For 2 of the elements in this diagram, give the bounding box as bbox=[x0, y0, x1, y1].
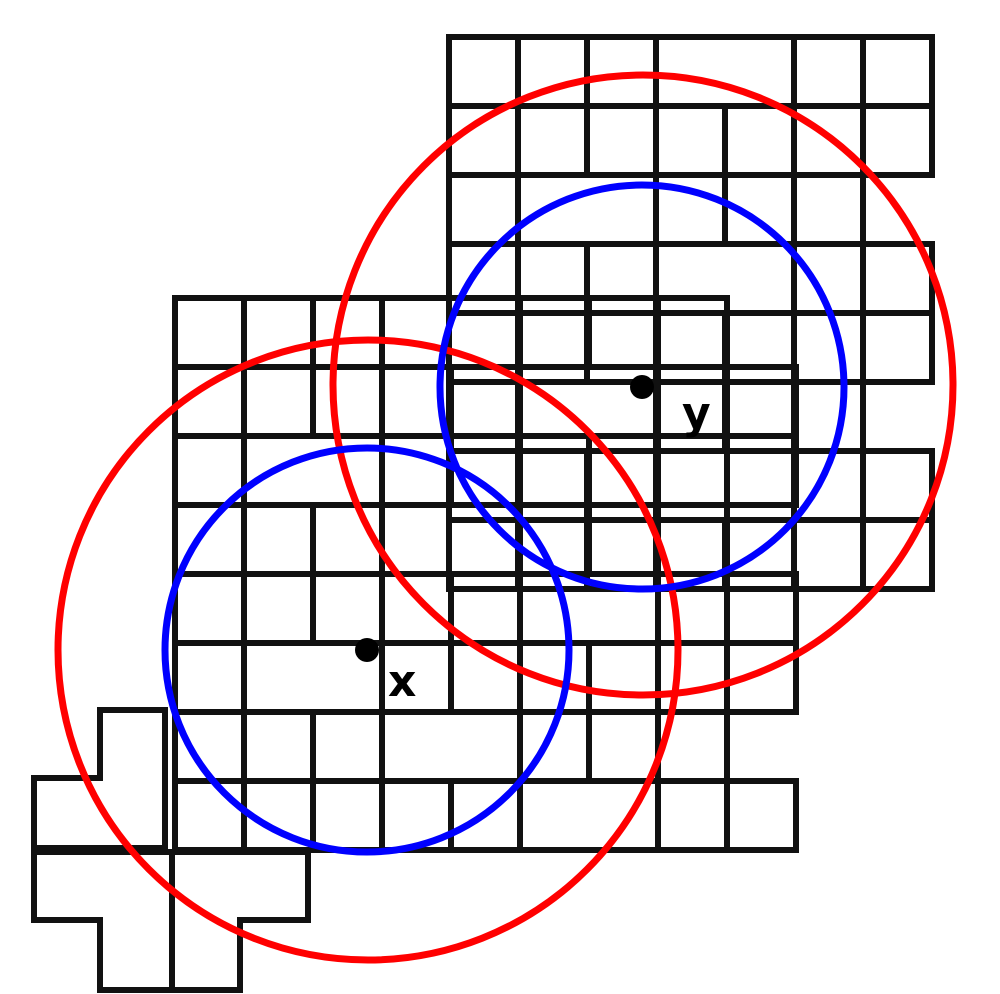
point-label: y bbox=[682, 392, 711, 436]
point-label: x bbox=[388, 660, 416, 704]
